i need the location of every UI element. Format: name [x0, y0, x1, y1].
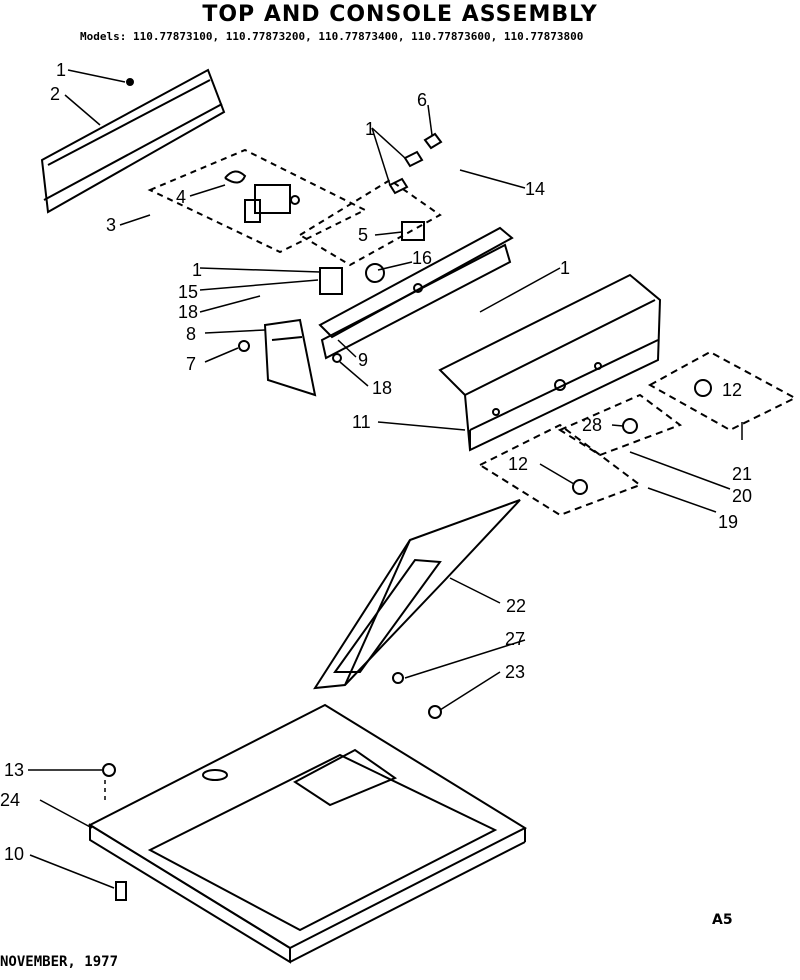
callout-3: 3	[106, 215, 116, 235]
part-28-knob	[622, 418, 638, 434]
part-14-region	[298, 132, 443, 267]
callout-8: 8	[186, 324, 196, 344]
part-11-console	[438, 273, 662, 452]
callout-2: 2	[50, 84, 60, 104]
callout-1d: 1	[560, 258, 570, 278]
part-3-timer-bracket	[147, 148, 368, 254]
part-2-rear-panel	[40, 68, 226, 214]
callout-15: 15	[178, 282, 198, 302]
model-numbers: Models: 110.77873100, 110.77873200, 110.…	[80, 30, 584, 43]
callout-12a: 12	[508, 454, 528, 474]
part-24-top-panel	[87, 703, 528, 964]
callout-1a: 1	[56, 60, 66, 80]
part-8-end-cap	[263, 318, 317, 397]
part-13-bumper	[102, 763, 116, 777]
leader-lines	[28, 69, 743, 889]
callout-14: 14	[525, 179, 545, 199]
part-23-clip	[428, 705, 442, 719]
callout-10: 10	[4, 844, 24, 864]
callout-16: 16	[412, 248, 432, 268]
callout-6: 6	[417, 90, 427, 110]
callout-23: 23	[505, 662, 525, 682]
part-22-lint-frame	[313, 499, 521, 690]
callout-4: 4	[176, 187, 186, 207]
callout-21: 21	[732, 464, 752, 484]
callout-22: 22	[506, 596, 526, 616]
callout-18b: 18	[372, 378, 392, 398]
part-9-rail	[318, 226, 514, 360]
part-12-knob-a	[572, 479, 588, 495]
page-title: TOP AND CONSOLE ASSEMBLY	[202, 2, 598, 27]
part-10-foot	[115, 881, 127, 901]
callout-5: 5	[358, 225, 368, 245]
part-18-screw	[332, 353, 342, 363]
part-12-knob-b	[694, 379, 712, 397]
callout-9: 9	[358, 350, 368, 370]
callout-27: 27	[505, 629, 525, 649]
part-27-screw	[392, 672, 404, 684]
callout-19: 19	[718, 512, 738, 532]
callout-28: 28	[582, 415, 602, 435]
callout-12b: 12	[722, 380, 742, 400]
part-7-knob	[238, 340, 250, 352]
parts-19-20-21-regions	[477, 350, 798, 517]
callout-1c: 1	[192, 260, 202, 280]
callout-24: 24	[0, 790, 20, 810]
diagram-code: A5	[712, 912, 733, 928]
callout-1b: 1	[365, 119, 375, 139]
callout-7: 7	[186, 354, 196, 374]
publication-date: NOVEMBER, 1977	[0, 954, 119, 970]
callout-13: 13	[4, 760, 24, 780]
callout-18a: 18	[178, 302, 198, 322]
callout-11: 11	[352, 412, 371, 432]
callout-20: 20	[732, 486, 752, 506]
